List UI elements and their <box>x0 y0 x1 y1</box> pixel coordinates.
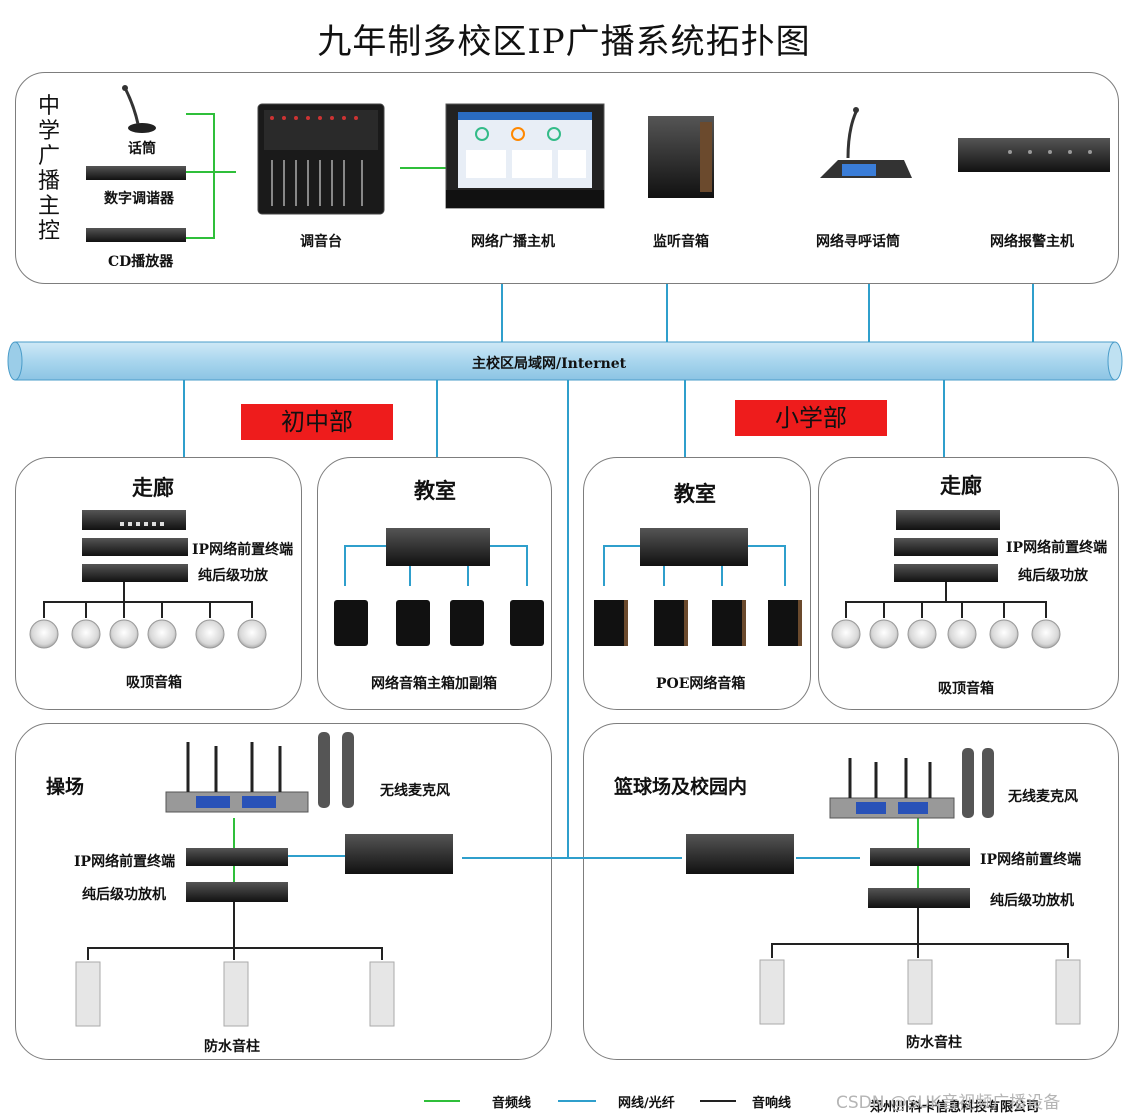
mixer-device <box>257 103 385 215</box>
cd-player-device <box>86 228 186 242</box>
primary-corridor-terminal-label: IP网络前置终端 <box>1006 540 1108 556</box>
playground-switch <box>345 834 453 874</box>
device-label-host: 网络广播主机 <box>471 234 555 250</box>
primary-classroom-speaker-label: POE网络音箱 <box>656 676 746 692</box>
primary-classroom-switch <box>640 528 748 566</box>
primary-corridor-box <box>818 457 1119 710</box>
broadcast-host-device <box>445 103 605 209</box>
playground-terminal-label: IP网络前置终端 <box>74 854 176 870</box>
device-label-cd: CD播放器 <box>108 254 174 270</box>
primary-corridor-rack <box>894 510 1000 582</box>
playground-terminal-device <box>186 848 288 866</box>
court-amp-device <box>868 888 970 908</box>
legend-network-label: 网线/光纤 <box>618 1096 675 1111</box>
junior-classroom-title: 教室 <box>414 478 456 503</box>
junior-classroom-speaker-label: 网络音箱主箱加副箱 <box>371 676 497 692</box>
device-label-mic: 话筒 <box>128 141 156 157</box>
primary-classroom-box <box>583 457 811 710</box>
primary-corridor-speaker-label: 吸顶音箱 <box>938 681 994 697</box>
central-control-label: 中学广播主控 <box>37 94 60 244</box>
court-switch <box>686 834 794 874</box>
primary-corridor-amp-label: 纯后级功放 <box>1018 568 1088 584</box>
primary-ceiling-speakers <box>831 619 1061 649</box>
playground-amp-device <box>186 882 288 902</box>
device-label-monitor: 监听音箱 <box>653 234 709 250</box>
primary-corridor-title: 走廊 <box>940 473 982 498</box>
speaker-lines <box>43 582 1069 960</box>
junior-classroom-switch <box>386 528 490 566</box>
primary-section-label: 小学部 <box>735 400 887 436</box>
junior-corridor-terminal-label: IP网络前置终端 <box>192 542 294 558</box>
court-terminal-label: IP网络前置终端 <box>980 852 1082 868</box>
court-amp-label: 纯后级功放机 <box>990 893 1074 909</box>
court-column-speakers <box>759 959 1081 1025</box>
court-mic-label: 无线麦克风 <box>1008 789 1078 805</box>
playground-wireless-receiver <box>165 742 309 813</box>
tuner-device <box>86 166 186 180</box>
device-label-paging: 网络寻呼话筒 <box>816 234 900 250</box>
network-lines <box>183 284 1034 859</box>
junior-corridor-speaker-label: 吸顶音箱 <box>126 675 182 691</box>
junior-classroom-speakers <box>334 600 544 646</box>
junior-classroom-box <box>317 457 552 710</box>
junior-corridor-title: 走廊 <box>132 475 174 500</box>
microphone-device <box>122 85 156 133</box>
junior-section-label: 初中部 <box>241 404 393 440</box>
junior-corridor-rack <box>82 510 188 582</box>
playground-mic-label: 无线麦克风 <box>380 783 450 799</box>
legend-speaker-label: 音响线 <box>752 1096 792 1111</box>
device-label-mixer: 调音台 <box>300 234 342 250</box>
court-speaker-label: 防水音柱 <box>906 1035 962 1051</box>
playground-column-speakers <box>75 961 395 1027</box>
network-pipe <box>7 341 1123 381</box>
junior-corridor-box <box>15 457 302 710</box>
alarm-host-device <box>958 138 1110 172</box>
network-label: 主校区局域网/Internet <box>472 356 627 372</box>
court-wireless-receiver <box>829 758 955 819</box>
junior-corridor-amp-label: 纯后级功放 <box>198 568 268 584</box>
audio-lines <box>186 113 919 888</box>
court-title: 篮球场及校园内 <box>614 776 748 798</box>
playground-handheld-mics <box>318 732 354 808</box>
primary-classroom-title: 教室 <box>674 481 716 506</box>
page-title: 九年制多校区IP广播系统拓扑图 <box>317 22 811 62</box>
watermark: CSDN @SUK音视频广播设备 <box>836 1093 1061 1113</box>
device-label-alarm: 网络报警主机 <box>990 234 1074 250</box>
playground-amp-label: 纯后级功放机 <box>82 887 166 903</box>
device-label-tuner: 数字调谐器 <box>104 191 174 207</box>
junior-ceiling-speakers <box>29 619 267 649</box>
court-handheld-mics <box>962 748 994 818</box>
legend-audio-label: 音频线 <box>492 1096 532 1111</box>
playground-speaker-label: 防水音柱 <box>204 1039 260 1055</box>
company-name: 郑州川科卡信息科技有限公司 <box>870 1100 1040 1115</box>
playground-title: 操场 <box>46 776 85 798</box>
monitor-speaker-device <box>648 116 714 198</box>
court-terminal-device <box>870 848 970 866</box>
paging-mic-device <box>820 107 912 178</box>
primary-classroom-speakers <box>594 600 802 646</box>
